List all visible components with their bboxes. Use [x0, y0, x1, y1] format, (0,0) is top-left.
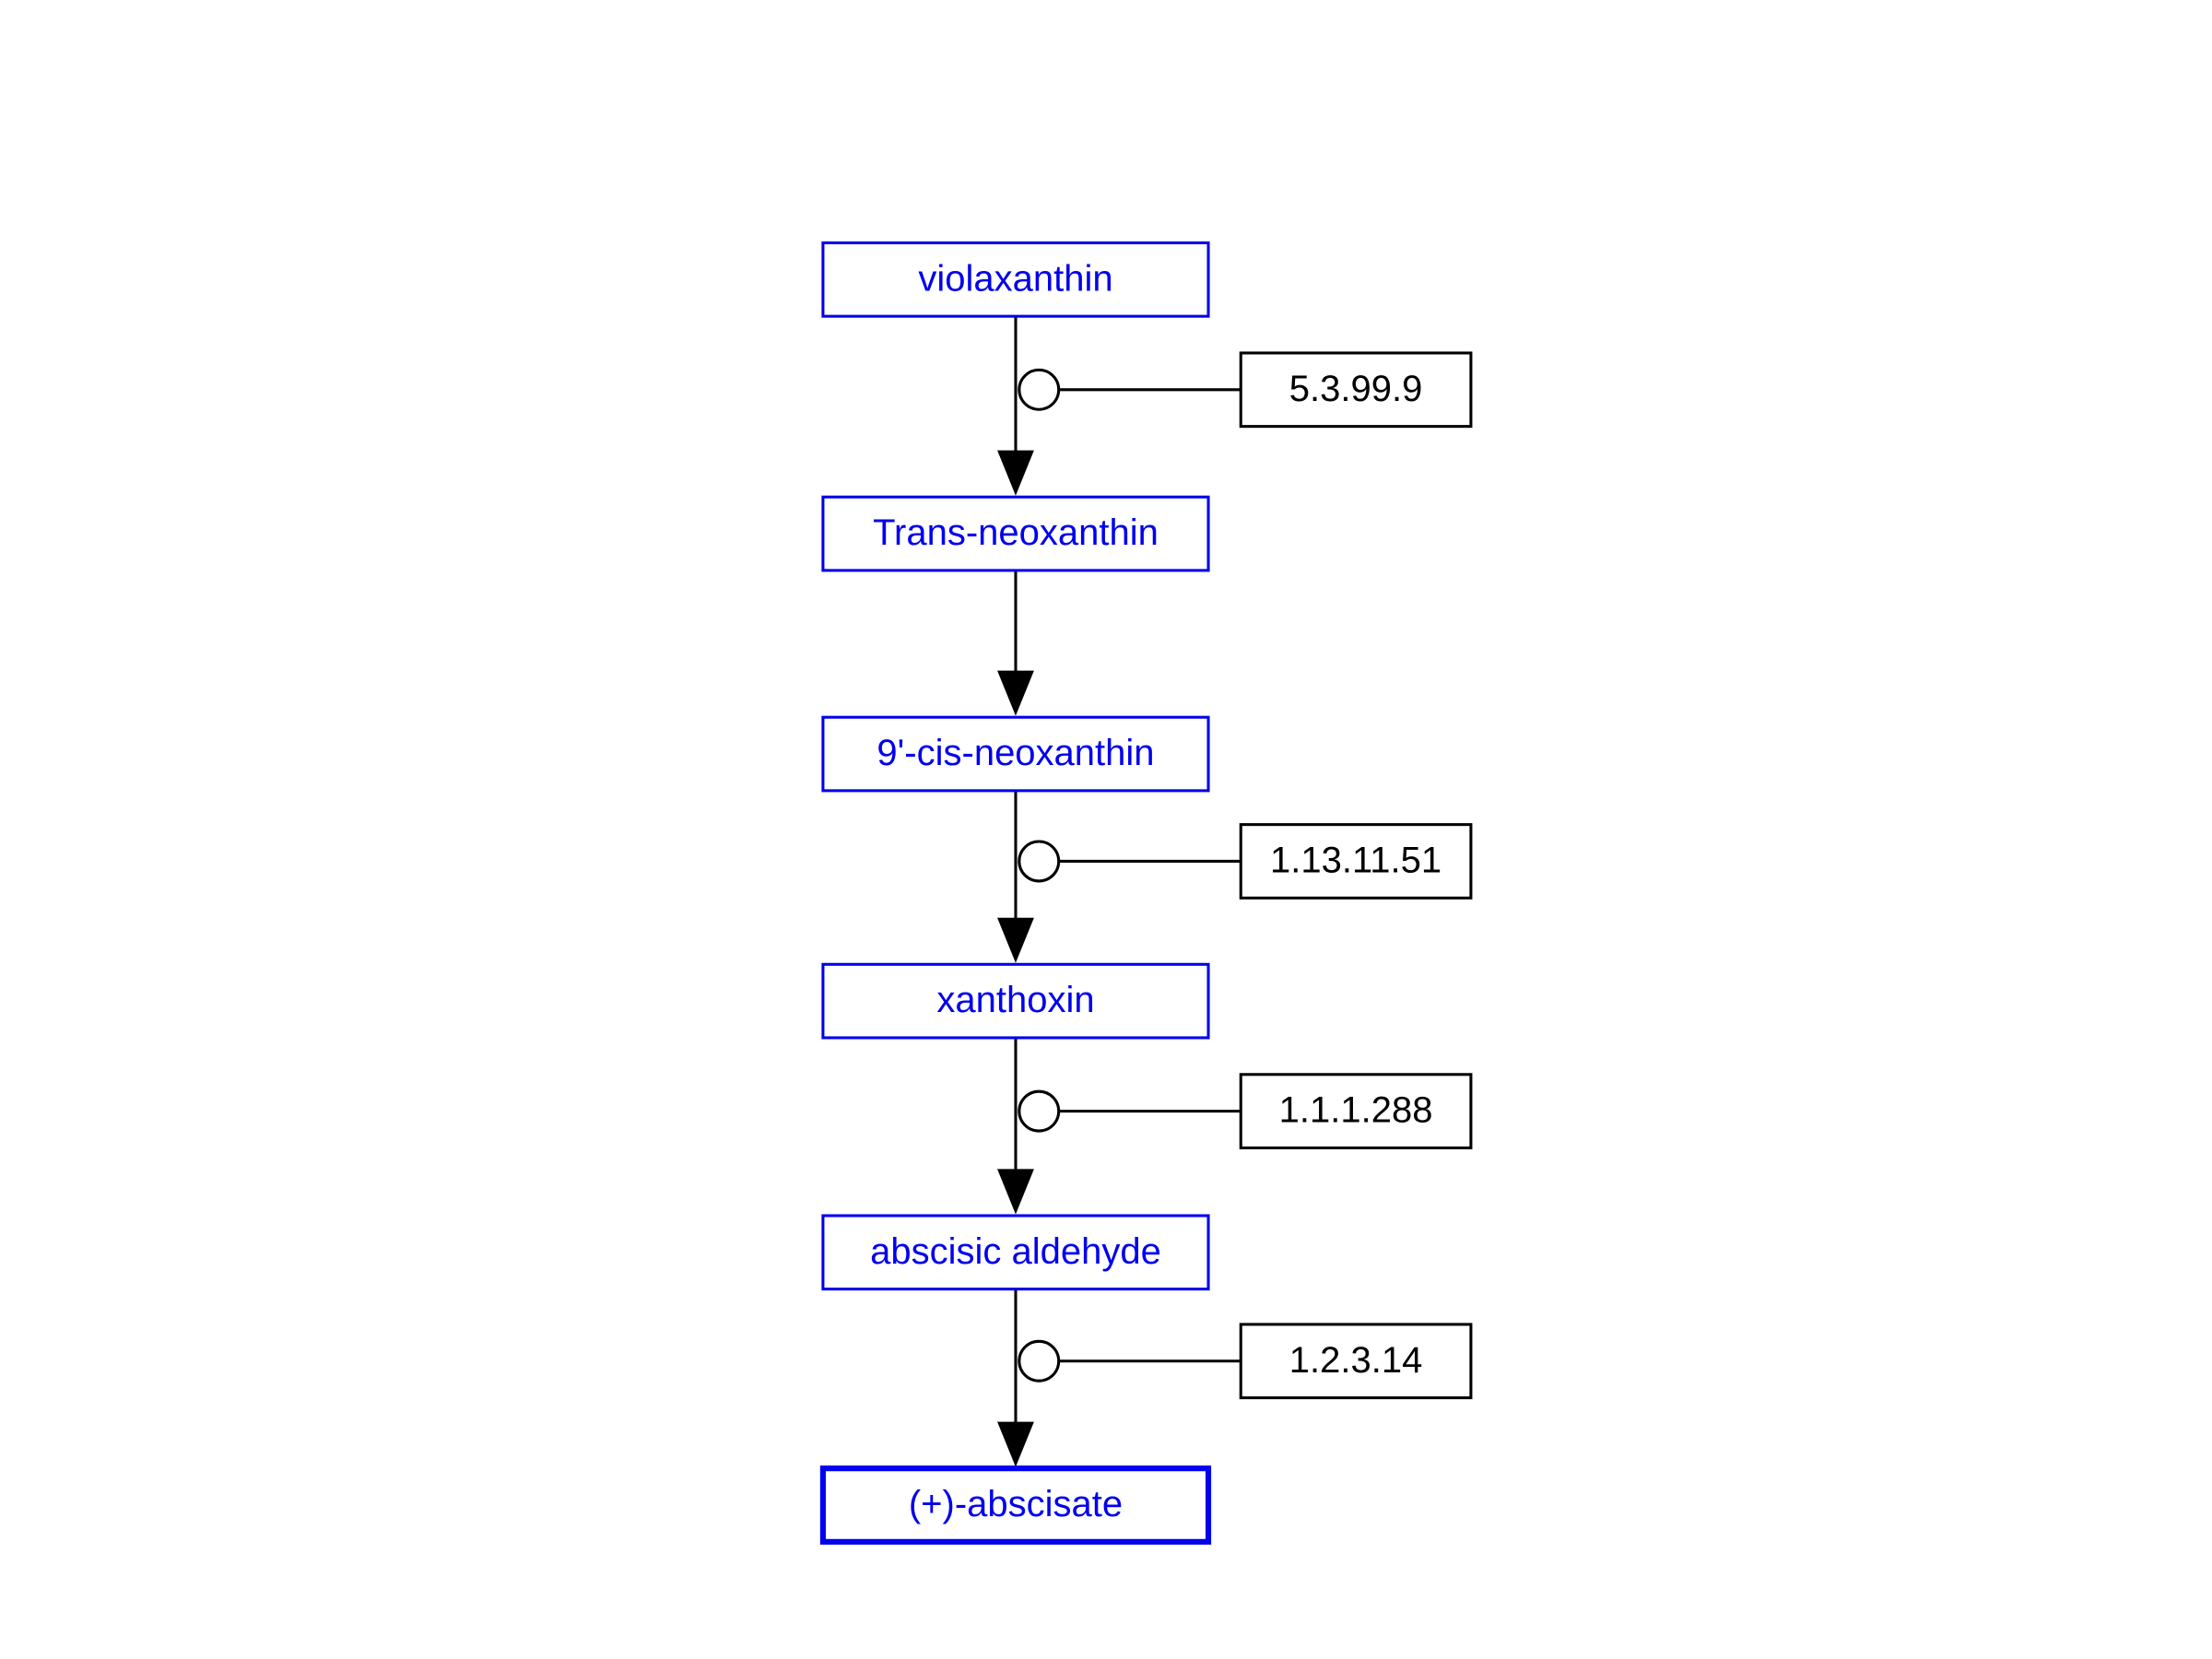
reaction-edge	[997, 1037, 1241, 1215]
catalysis-circle-icon	[1018, 1339, 1061, 1382]
reaction-edge	[997, 1288, 1241, 1467]
arrowhead-icon	[997, 1169, 1034, 1215]
arrowhead-icon	[997, 450, 1034, 496]
enzyme-node[interactable]: 1.1.1.288	[1239, 1073, 1473, 1149]
metabolite-box	[821, 715, 1210, 793]
metabolite-label: (+)-abscisate	[909, 1484, 1123, 1524]
catalysis-circle-icon	[1018, 368, 1061, 411]
metabolite-node[interactable]: abscisic aldehyde	[821, 1214, 1210, 1291]
metabolite-label: 9'-cis-neoxanthin	[877, 733, 1154, 773]
arrowhead-icon	[997, 670, 1034, 716]
metabolite-label: abscisic aldehyde	[870, 1231, 1161, 1272]
reaction-edge	[997, 316, 1241, 496]
metabolite-box	[819, 1465, 1212, 1545]
ec-number-label: 1.13.11.51	[1270, 841, 1441, 881]
enzyme-node[interactable]: 1.2.3.14	[1239, 1323, 1473, 1400]
catalysis-circle-icon	[1018, 1089, 1061, 1133]
metabolite-box	[821, 241, 1210, 318]
enzyme-node[interactable]: 5.3.99.9	[1239, 351, 1473, 429]
metabolite-node[interactable]: xanthoxin	[821, 962, 1210, 1040]
enzyme-box	[1239, 1323, 1473, 1400]
metabolite-node[interactable]: (+)-abscisate	[819, 1465, 1212, 1545]
reaction-edge	[997, 570, 1034, 716]
reaction-edges	[997, 316, 1241, 1467]
enzyme-box	[1239, 823, 1473, 900]
enzyme-nodes: 5.3.99.9 1.13.11.51 1.1.1.288 1.2.3.14	[1239, 351, 1473, 1400]
metabolite-label: violaxanthin	[918, 258, 1112, 299]
ec-number-label: 5.3.99.9	[1289, 369, 1423, 409]
enzyme-node[interactable]: 1.13.11.51	[1239, 823, 1473, 900]
metabolite-label: Trans-neoxanthin	[873, 512, 1159, 553]
catalysis-circle-icon	[1018, 840, 1061, 883]
reaction-edge	[997, 790, 1241, 963]
enzyme-box	[1239, 351, 1473, 429]
ec-number-label: 1.2.3.14	[1289, 1340, 1423, 1381]
arrowhead-icon	[997, 917, 1034, 963]
metabolite-box	[821, 962, 1210, 1040]
metabolite-box	[821, 495, 1210, 572]
arrowhead-icon	[997, 1421, 1034, 1467]
enzyme-box	[1239, 1073, 1473, 1149]
metabolite-node[interactable]: violaxanthin	[821, 241, 1210, 318]
metabolite-box	[821, 1214, 1210, 1291]
metabolite-label: xanthoxin	[936, 980, 1094, 1020]
metabolite-node[interactable]: 9'-cis-neoxanthin	[821, 715, 1210, 793]
metabolite-node[interactable]: Trans-neoxanthin	[821, 495, 1210, 572]
ec-number-label: 1.1.1.288	[1279, 1090, 1433, 1131]
